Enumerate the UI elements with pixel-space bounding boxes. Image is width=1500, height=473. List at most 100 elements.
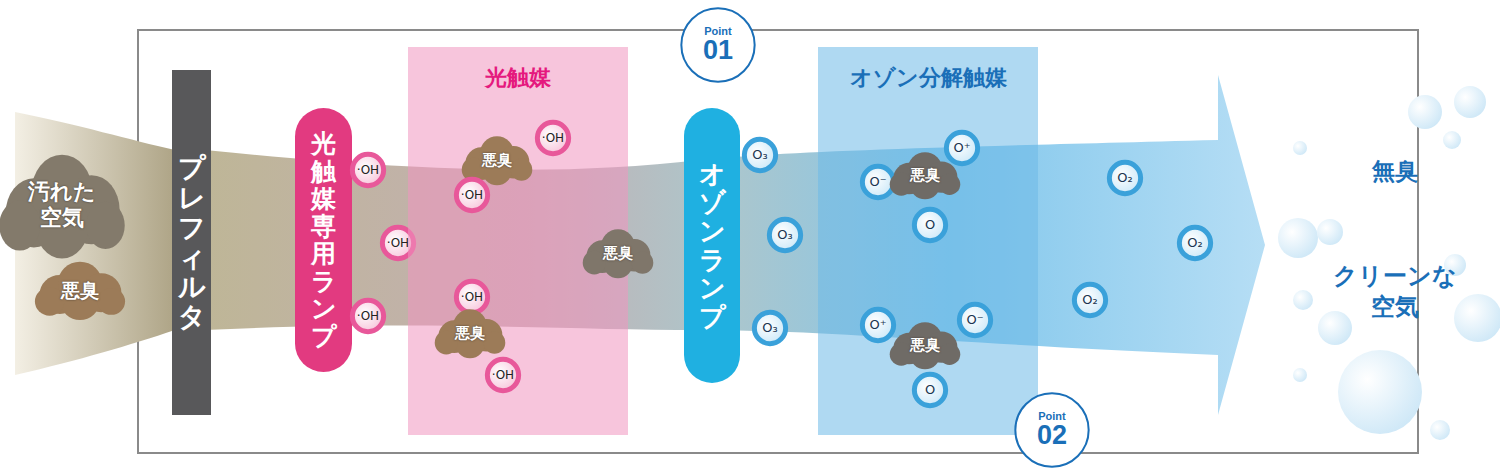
cloud-shape	[0, 155, 125, 259]
oxygen-species-circle: O⁻	[958, 303, 992, 337]
node-text: オゾン分解触媒	[818, 65, 1038, 91]
lamp-body	[684, 108, 740, 383]
badge-ring	[681, 8, 754, 81]
cloud-shape	[435, 309, 506, 358]
node-text: オゾンランプ	[699, 160, 725, 332]
cloud-shape	[583, 229, 654, 278]
air-flow-arrow	[205, 75, 1265, 415]
node-text: 汚れた空気	[27, 179, 97, 232]
hydroxyl-radical-circle: ·OH	[536, 121, 570, 155]
particle-ring	[456, 281, 487, 312]
catalyst-zone: O⁺ O⁻ 悪臭 O O⁺ 悪臭 O⁻ O オゾン分解触媒	[818, 47, 1038, 435]
badge-ring	[1015, 393, 1088, 466]
particle-ring	[1179, 227, 1210, 258]
callout-number: 02	[1037, 422, 1067, 449]
bubbles	[1278, 86, 1500, 440]
result-label: クリーンな 空気	[1325, 261, 1465, 323]
particle-ring	[959, 304, 990, 335]
node-text: ·OH	[357, 309, 379, 323]
oxygen-species-circle: O₃	[743, 138, 777, 172]
particle-ring	[862, 309, 893, 340]
cloud-shape	[890, 152, 961, 199]
oxygen-species-circle: O⁻	[861, 165, 895, 199]
particle-ring	[1074, 284, 1105, 315]
point-badge: Point01	[679, 6, 757, 84]
particle-ring	[862, 166, 893, 197]
node-text: プレフィルタ	[178, 153, 205, 331]
hydroxyl-radical-circle: ·OH	[455, 280, 489, 314]
node-text: O⁺	[953, 140, 970, 156]
node-text: ·OH	[357, 163, 379, 177]
point-badge: Point02	[1013, 391, 1091, 469]
node-text: 悪臭	[455, 324, 485, 342]
oxygen-species-circle: O₂	[1073, 283, 1107, 317]
node-text: 悪臭	[482, 151, 512, 169]
node-text: O₃	[777, 227, 792, 243]
hydroxyl-radical-circle: ·OH	[351, 299, 385, 333]
node-text: O₂	[1082, 292, 1097, 308]
node-text: O	[925, 217, 935, 233]
oxygen-species-circle: O	[913, 208, 947, 242]
node-text: ·OH	[387, 236, 409, 250]
node-text: O₃	[762, 320, 777, 336]
particle-ring	[352, 300, 383, 331]
node-text: O⁺	[869, 317, 886, 333]
point-word: Point	[704, 26, 732, 37]
node-text: O	[925, 382, 935, 398]
oxygen-species-circle: O₂	[1108, 161, 1142, 195]
lamp-body	[295, 108, 352, 372]
hydroxyl-radical-circle: ·OH	[486, 358, 520, 392]
prefilter-bar: プレフィルタ	[172, 70, 211, 415]
odor-cloud: 悪臭	[889, 150, 961, 200]
particle-ring	[914, 209, 945, 240]
oxygen-species-circle: O⁺	[861, 308, 895, 342]
oxygen-species-circle: O₃	[753, 311, 787, 345]
catalyst-zone: ·OH 悪臭 ·OH ·OH 悪臭 ·OH 光触媒	[408, 47, 628, 435]
particle-ring	[914, 374, 945, 405]
node-text: 光触媒専用ランプ	[311, 130, 336, 350]
node-text: ·OH	[492, 368, 514, 382]
node-text: O₂	[1117, 170, 1132, 186]
housing-frame	[138, 30, 1418, 453]
particle-ring	[456, 179, 487, 210]
point-word: Point	[1038, 411, 1066, 422]
odor-cloud: 悪臭	[582, 227, 654, 279]
callout-number: 01	[703, 37, 733, 64]
particle-ring	[744, 139, 775, 170]
odor-cloud: 悪臭	[889, 320, 961, 370]
lamp-tube: オゾンランプ	[684, 108, 740, 383]
node-text: 悪臭	[61, 279, 99, 302]
node-text: O⁻	[869, 174, 886, 190]
odor-cloud: 悪臭	[34, 259, 126, 321]
lamp-tube: 光触媒専用ランプ	[295, 108, 352, 372]
oxygen-species-circle: O⁺	[945, 131, 979, 165]
cloud-shape	[35, 262, 125, 320]
particle-ring	[1109, 162, 1140, 193]
node-text: 悪臭	[910, 336, 940, 354]
node-text: ·OH	[461, 290, 483, 304]
node-text: ·OH	[542, 131, 564, 145]
particle-ring	[537, 122, 568, 153]
result-label: 無臭	[1335, 157, 1455, 187]
node-text: ·OH	[461, 188, 483, 202]
node-text: 光触媒	[408, 65, 628, 91]
particle-ring	[754, 312, 785, 343]
hydroxyl-radical-circle: ·OH	[455, 178, 489, 212]
node-text: O₃	[752, 147, 767, 163]
particle-ring	[769, 219, 800, 250]
particle-ring	[487, 359, 518, 390]
node-text: O⁻	[966, 312, 983, 328]
particle-ring	[946, 132, 977, 163]
oxygen-species-circle: O	[913, 373, 947, 407]
hydroxyl-radical-circle: ·OH	[351, 153, 385, 187]
odor-cloud: 汚れた空気	[0, 150, 126, 260]
oxygen-species-circle: O₃	[768, 218, 802, 252]
cloud-shape	[890, 322, 961, 369]
particle-ring	[352, 154, 383, 185]
oxygen-species-circle: O₂	[1178, 226, 1212, 260]
node-text: 悪臭	[603, 244, 633, 262]
node-text: O₂	[1187, 235, 1202, 251]
node-text: 悪臭	[910, 166, 940, 184]
odor-cloud: 悪臭	[434, 307, 506, 359]
